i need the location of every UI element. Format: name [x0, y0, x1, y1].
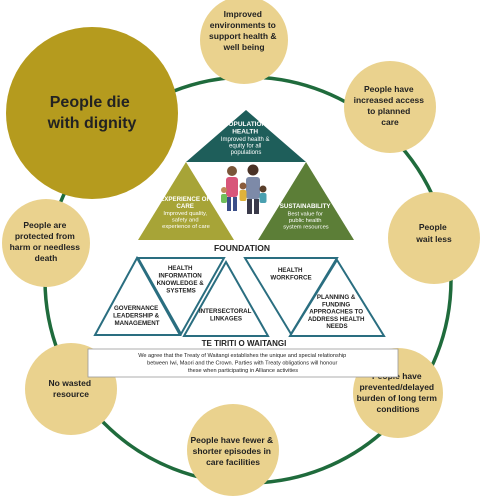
foundation-governance: GOVERNANCE LEADERSHIP & MANAGEMENT	[93, 255, 182, 336]
outcome-label: People have fewer & shorter episodes in …	[190, 435, 275, 467]
triangle-shape	[186, 110, 306, 162]
outcome-label: People have increased access to planned …	[354, 84, 427, 127]
triangle-label: HEALTH WORKFORCE	[270, 267, 311, 282]
treaty-box	[87, 348, 399, 378]
outcome-episodes: People have fewer & shorter episodes in …	[187, 404, 279, 496]
center-inverted-triangle	[186, 162, 306, 240]
treaty-text: We agree that the Treaty of Waitangi est…	[138, 353, 348, 374]
triangle-experience-of-care: EXPERIENCE OF CARE Improved quality, saf…	[138, 162, 234, 240]
outcome-circle	[187, 404, 279, 496]
triangle-outline	[136, 257, 226, 337]
triangle-population-health: POPULATION HEALTH Improved health & equi…	[186, 110, 306, 162]
outcome-wait-less: People wait less	[388, 192, 480, 284]
treaty-title: TE TIRITI O WAITANGI	[202, 339, 287, 348]
outcome-protected: People are protected from harm or needle…	[2, 199, 90, 287]
triangle-label: INTERSECTORAL LINKAGES	[199, 308, 253, 323]
outcome-circle	[200, 0, 288, 84]
triangle-label: SUSTAINABILITY Best value for public hea…	[280, 203, 332, 231]
foundation-planning: PLANNING & FUNDING APPROACHES TO ADDRESS…	[288, 258, 386, 337]
outcome-circle	[6, 27, 178, 199]
foundation-intersectoral: INTERSECTORAL LINKAGES	[182, 259, 270, 337]
family-illustration	[221, 164, 267, 214]
treaty-section: TE TIRITI O WAITANGI We agree that the T…	[87, 339, 399, 378]
triangle-outline	[288, 258, 386, 337]
outcome-label: People are protected from harm or needle…	[10, 220, 83, 263]
outcome-label: People wait less	[415, 222, 452, 244]
foundation-title: FOUNDATION	[214, 243, 270, 253]
triangle-label: POPULATION HEALTH Improved health & equi…	[221, 121, 271, 156]
outcome-access: People have increased access to planned …	[344, 61, 436, 153]
outcome-circle	[344, 61, 436, 153]
outcome-label: People die with dignity	[47, 94, 137, 132]
outcome-circle	[2, 199, 90, 287]
triangle-label: GOVERNANCE LEADERSHIP & MANAGEMENT	[113, 305, 161, 327]
triangle-shape	[258, 162, 354, 240]
triangle-shape	[138, 162, 234, 240]
outcome-environments: Improved environments to support health …	[200, 0, 288, 84]
triangle-outline	[93, 255, 182, 336]
foundation-information: HEALTH INFORMATION KNOWLEDGE & SYSTEMS	[136, 257, 226, 337]
outcome-dignity: People die with dignity	[6, 27, 178, 199]
triangle-outline	[182, 259, 270, 337]
outcome-label: Improved environments to support health …	[209, 9, 279, 52]
triangle-label: HEALTH INFORMATION KNOWLEDGE & SYSTEMS	[157, 265, 206, 295]
outcome-circle	[388, 192, 480, 284]
triangle-label: EXPERIENCE OF CARE Improved quality, saf…	[160, 196, 212, 230]
triangle-label: PLANNING & FUNDING APPROACHES TO ADDRESS…	[308, 294, 366, 330]
outcome-label: No wasted resource	[49, 378, 94, 399]
triangle-sustainability: SUSTAINABILITY Best value for public hea…	[258, 162, 354, 240]
